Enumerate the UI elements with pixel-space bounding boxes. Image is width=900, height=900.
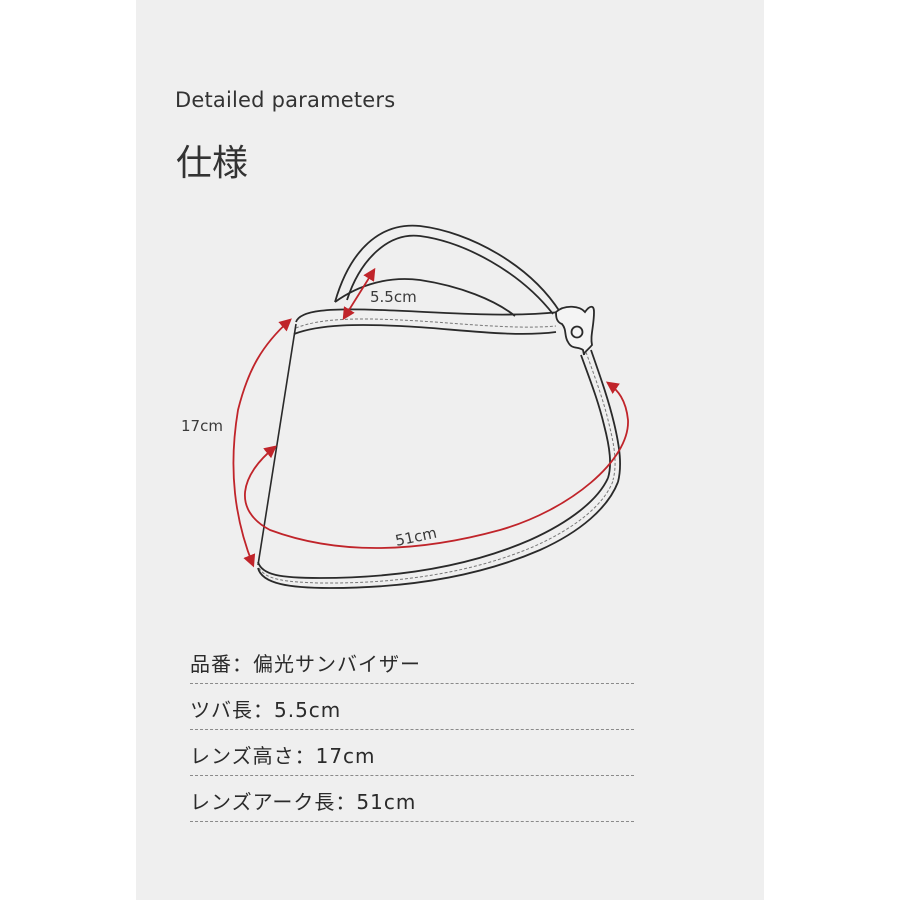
spec-row-visor-length: ツバ長：5.5cm — [190, 694, 634, 730]
lens-top-rim — [293, 308, 561, 335]
spec-label: ツバ長 — [190, 698, 253, 722]
spec-list: 品番：偏光サンバイザー ツバ長：5.5cm レンズ高さ：17cm レンズアーク長… — [190, 648, 634, 832]
spec-row-product-name: 品番：偏光サンバイザー — [190, 648, 634, 684]
spec-separator: ： — [232, 652, 253, 676]
spec-value: 17cm — [315, 744, 376, 768]
spec-row-lens-height: レンズ高さ：17cm — [190, 740, 634, 776]
spec-row-lens-arc-length: レンズアーク長：51cm — [190, 786, 634, 822]
hinge-clip-icon — [555, 305, 595, 356]
spec-separator: ： — [294, 744, 316, 768]
visor-width-label: 5.5cm — [370, 288, 417, 306]
measurement-arrows — [232, 267, 629, 568]
spec-label: 品番 — [190, 652, 232, 676]
spec-label: レンズ高さ — [190, 744, 295, 768]
lens-right-edge — [580, 349, 621, 483]
spec-separator: ： — [335, 790, 357, 814]
lens-bottom-rim — [257, 477, 619, 589]
spec-separator: ： — [253, 698, 274, 722]
lens-left-edge — [257, 323, 297, 566]
lens-arc-arrow — [244, 381, 629, 549]
spec-label: レンズアーク長 — [190, 790, 336, 814]
spec-value: 51cm — [356, 790, 417, 814]
spec-value: 偏光サンバイザー — [253, 652, 421, 676]
spec-value: 5.5cm — [274, 698, 342, 722]
lens-height-arrow — [232, 318, 292, 568]
lens-height-label: 17cm — [181, 417, 223, 435]
headband — [334, 224, 561, 317]
page-title: 仕様 — [176, 143, 249, 184]
subtitle: Detailed parameters — [175, 88, 396, 112]
visor-width-arrow — [342, 267, 376, 321]
